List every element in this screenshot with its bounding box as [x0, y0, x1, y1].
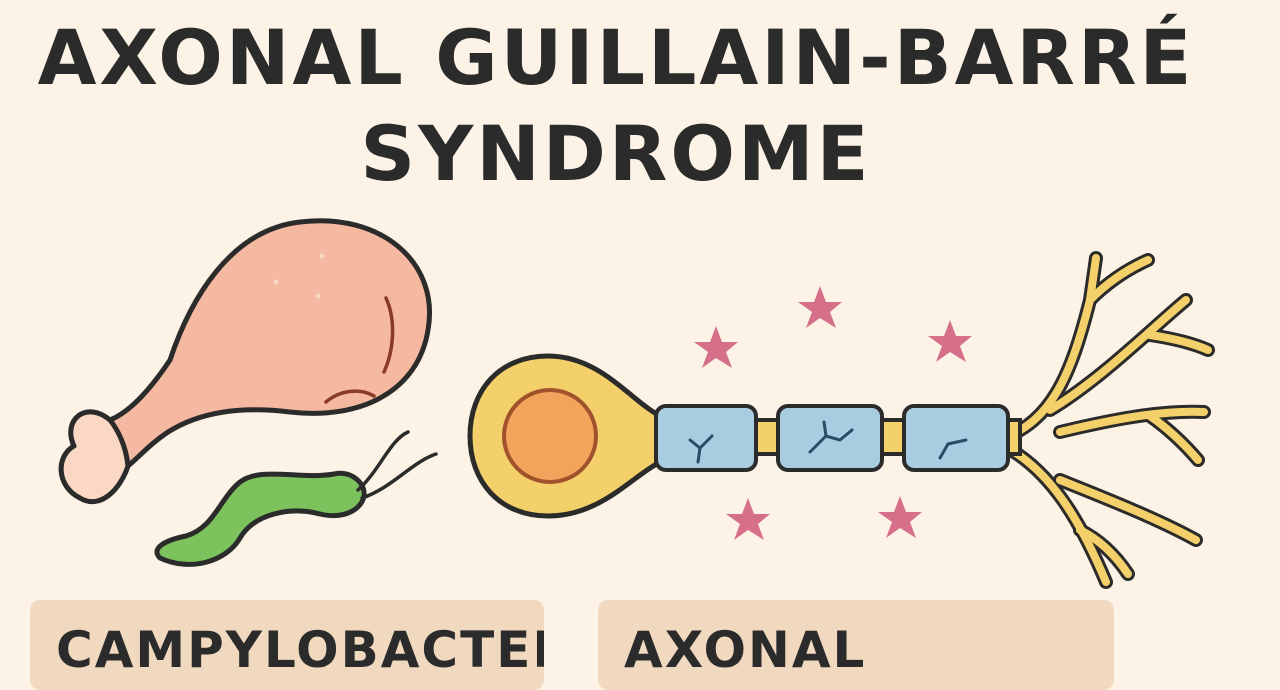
chicken-drumstick-icon [58, 218, 432, 505]
label-campylobacter: CAMPYLOBACTER [30, 600, 544, 690]
inflammation-star-icon [928, 320, 972, 362]
inflammation-stars [694, 286, 972, 540]
inflammation-star-icon [694, 326, 738, 368]
inflammation-star-icon [726, 498, 770, 540]
neuron-icon [467, 251, 1215, 589]
title-line-1: AXONAL GUILLAIN-BARRÉ [37, 13, 1195, 102]
title-line-2: SYNDROME [360, 109, 872, 198]
illustration [58, 218, 1215, 589]
label-axonal-damage: AXONAL DAMAGE [598, 600, 1114, 690]
campylobacter-bacterium-icon [154, 430, 438, 567]
inflammation-star-icon [798, 286, 842, 328]
inflammation-star-icon [878, 496, 922, 538]
